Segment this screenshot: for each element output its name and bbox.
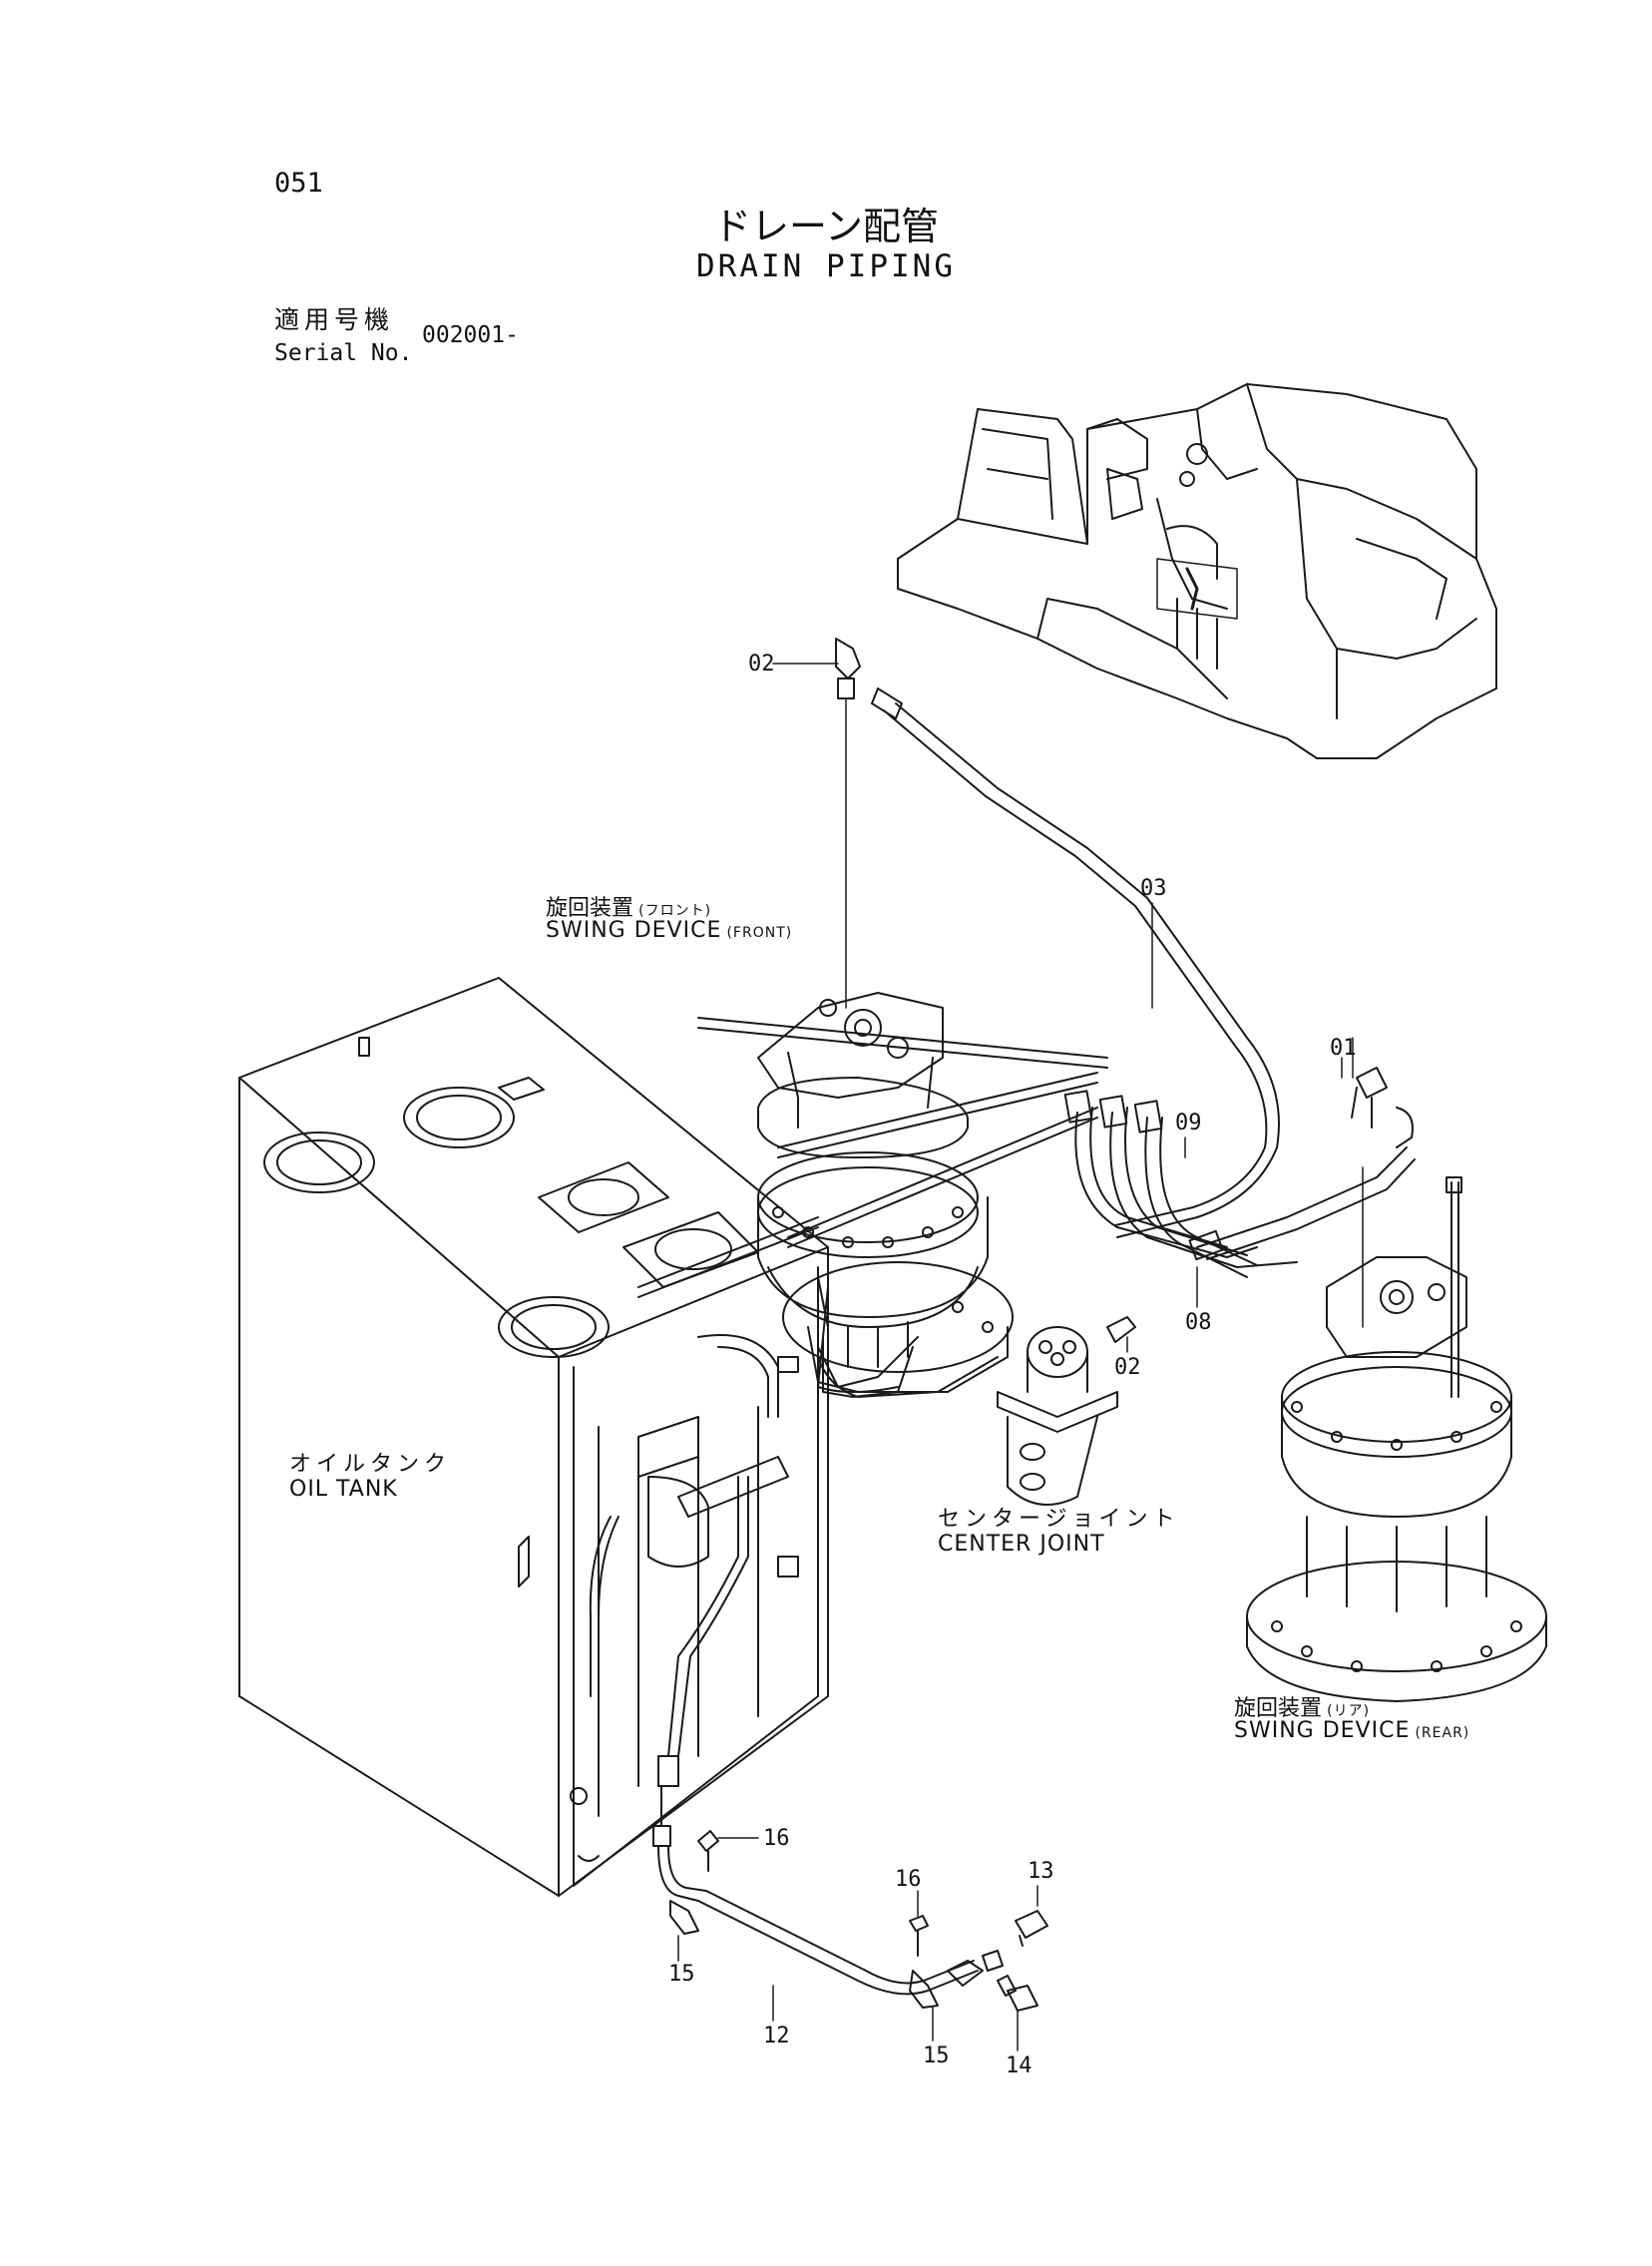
lower-drain-pipe-12 <box>652 1785 1048 2051</box>
swing-device-rear-label-en-sub: (REAR) <box>1415 1725 1470 1741</box>
part-number-03: 03 <box>1140 876 1167 901</box>
center-joint-label-en: CENTER JOINT <box>938 1532 1105 1558</box>
swing-device-front-label-jp: 旋回装置 <box>546 896 634 921</box>
swing-device-front-label-jp-sub: (フロント) <box>638 903 712 919</box>
part-number-01: 01 <box>1330 1036 1357 1061</box>
part-leader-lines <box>1126 902 1343 1353</box>
part-number-02-middle: 02 <box>1114 1355 1141 1380</box>
oil-tank-label-jp: オイルタンク <box>289 1452 452 1477</box>
part-number-02-top: 02 <box>748 652 775 677</box>
swing-device-front-label-en: SWING DEVICE <box>546 918 722 943</box>
part-number-15-right: 15 <box>923 2043 950 2068</box>
swing-device-front-label: 旋回装置 (フロント) SWING DEVICE (FRONT) <box>546 898 792 942</box>
part-number-12: 12 <box>763 2024 790 2048</box>
title-english: DRAIN PIPING <box>696 248 956 284</box>
elbow-fitting-02-top <box>772 638 861 1009</box>
swing-device-rear-label-jp: 旋回装置 <box>1234 1696 1323 1721</box>
serial-number-value: 002001- <box>422 322 519 348</box>
swing-device-rear-label-en: SWING DEVICE <box>1234 1718 1411 1743</box>
machine-upper-structure-illustration <box>897 383 1497 759</box>
center-joint-illustration <box>997 1316 1136 1506</box>
part-number-16-left: 16 <box>763 1826 790 1851</box>
part-number-16-right: 16 <box>895 1867 922 1892</box>
swing-device-rear-label: 旋回装置 (リア) SWING DEVICE (REAR) <box>1234 1698 1469 1742</box>
swing-device-front-label-en-sub: (FRONT) <box>726 925 793 941</box>
part-number-08: 08 <box>1185 1310 1212 1335</box>
part-number-09: 09 <box>1175 1111 1202 1135</box>
serial-label-english: Serial No. <box>274 340 413 366</box>
fitting-01 <box>1351 1037 1414 1328</box>
swing-device-rear-illustration <box>1246 1176 1547 1702</box>
swing-device-rear-label-jp-sub: (リア) <box>1327 1703 1371 1719</box>
part-number-13: 13 <box>1028 1859 1054 1884</box>
swing-device-front-illustration <box>757 992 1014 1398</box>
oil-tank-illustration <box>238 977 829 1897</box>
drain-hoses-09-08 <box>1063 1090 1416 1278</box>
part-number-14: 14 <box>1006 2053 1032 2078</box>
oil-tank-label: オイルタンク OIL TANK <box>289 1452 451 1503</box>
oil-tank-label-en: OIL TANK <box>289 1477 398 1503</box>
pipe-bundle <box>697 1017 1108 1248</box>
serial-label-japanese: 適用号機 <box>274 305 395 334</box>
part-number-15-left: 15 <box>668 1962 695 1987</box>
drain-hose-03 <box>871 687 1280 1238</box>
title-japanese: ドレーン配管 <box>712 205 940 248</box>
center-joint-label: センタージョイント CENTER JOINT <box>938 1507 1180 1558</box>
page-number: 051 <box>274 168 323 199</box>
center-joint-label-jp: センタージョイント <box>938 1507 1180 1532</box>
